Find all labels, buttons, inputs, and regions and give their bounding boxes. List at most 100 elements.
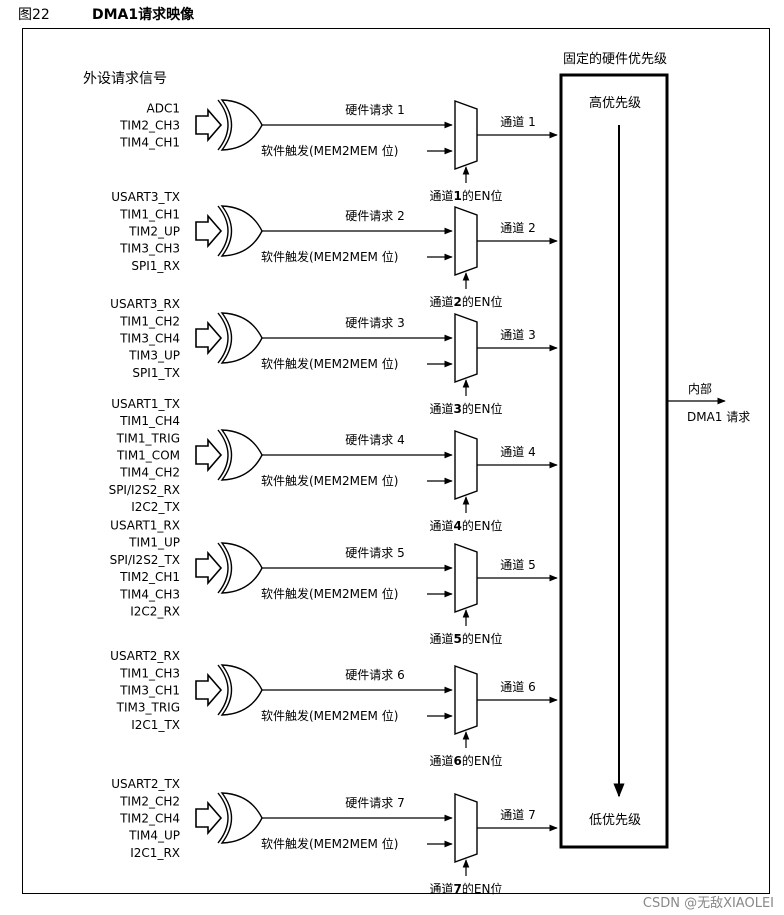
channel-label: 通道 1 <box>500 115 535 129</box>
diagram-frame <box>22 28 770 894</box>
peripheral-signal-label: TIM1_TRIG <box>116 431 180 445</box>
multiplexer-icon <box>454 206 478 276</box>
or-gate-input-curve <box>217 429 229 481</box>
or-gate-icon <box>220 429 263 481</box>
left-heading: 外设请求信号 <box>83 71 167 87</box>
software-trigger-label: 软件触发(MEM2MEM 位) <box>261 708 398 723</box>
hardware-request-label: 硬件请求 6 <box>345 668 404 682</box>
or-gate-input-curve <box>217 664 229 716</box>
peripheral-signal-label: TIM3_CH1 <box>119 684 180 698</box>
output-label-request: DMA1 请求 <box>687 410 750 424</box>
priority-box <box>559 73 669 849</box>
enable-bit-label: 通道7的EN位 <box>430 881 503 896</box>
channel-label: 通道 6 <box>500 680 535 694</box>
software-trigger-label: 软件触发(MEM2MEM 位) <box>261 249 398 264</box>
peripheral-signal-label: TIM1_CH2 <box>119 314 180 328</box>
peripheral-signal-label: TIM2_CH4 <box>119 812 180 826</box>
enable-bit-label: 通道3的EN位 <box>430 401 503 416</box>
peripheral-signal-label: I2C1_RX <box>130 846 180 860</box>
enable-bit-label: 通道4的EN位 <box>430 518 503 533</box>
peripheral-signal-label: I2C1_TX <box>131 718 180 732</box>
peripheral-signal-label: TIM4_CH3 <box>119 587 180 601</box>
or-gate-input-curve <box>217 205 229 257</box>
channel-label: 通道 7 <box>500 808 535 822</box>
peripheral-signal-label: SPI1_TX <box>132 366 180 380</box>
output-label-internal: 内部 <box>688 381 712 396</box>
or-gate-icon <box>220 542 263 594</box>
peripheral-signal-label: USART2_TX <box>111 777 180 791</box>
peripheral-signal-label: I2C2_TX <box>131 500 180 514</box>
software-trigger-label: 软件触发(MEM2MEM 位) <box>261 473 398 488</box>
channel-label: 通道 3 <box>500 328 535 342</box>
or-gate-icon <box>220 664 263 716</box>
peripheral-signal-label: TIM1_CH4 <box>119 414 180 428</box>
figure-label: 图22 <box>18 7 50 23</box>
peripheral-signal-label: TIM3_TRIG <box>116 701 180 715</box>
enable-bit-label: 通道6的EN位 <box>430 753 503 768</box>
peripheral-signal-label: TIM2_UP <box>128 225 180 239</box>
peripheral-signal-label: SPI/I2S2_TX <box>110 553 180 567</box>
hardware-request-label: 硬件请求 3 <box>345 316 404 330</box>
peripheral-signal-label: I2C2_RX <box>130 605 180 619</box>
enable-bit-label: 通道5的EN位 <box>430 631 503 646</box>
peripheral-signal-label: TIM1_COM <box>116 449 180 463</box>
peripheral-signal-label: ADC1 <box>147 101 180 115</box>
software-trigger-label: 软件触发(MEM2MEM 位) <box>261 143 398 158</box>
high-priority-label: 高优先级 <box>589 95 641 111</box>
channel-label: 通道 2 <box>500 221 535 235</box>
multiplexer-icon <box>454 665 478 735</box>
hardware-request-label: 硬件请求 1 <box>345 103 404 117</box>
peripheral-signal-label: USART3_TX <box>111 190 180 204</box>
priority-box-title: 固定的硬件优先级 <box>563 51 667 67</box>
multiplexer-icon <box>454 793 478 863</box>
peripheral-signal-label: TIM3_CH4 <box>119 332 180 346</box>
input-arrow-icon <box>195 437 223 473</box>
channel-label: 通道 4 <box>500 445 535 459</box>
peripheral-signal-label: TIM1_UP <box>128 536 180 550</box>
peripheral-signal-label: TIM2_CH1 <box>119 570 180 584</box>
input-arrow-icon <box>195 672 223 708</box>
or-gate-icon <box>220 99 263 151</box>
or-gate-icon <box>220 792 263 844</box>
or-gate-icon <box>220 312 263 364</box>
or-gate-input-curve <box>217 312 229 364</box>
hardware-request-label: 硬件请求 4 <box>345 433 404 447</box>
peripheral-signal-label: TIM3_UP <box>128 349 180 363</box>
low-priority-label: 低优先级 <box>589 813 641 828</box>
software-trigger-label: 软件触发(MEM2MEM 位) <box>261 586 398 601</box>
multiplexer-icon <box>454 313 478 383</box>
or-gate-input-curve <box>217 542 229 594</box>
peripheral-signal-label: USART1_RX <box>110 519 180 533</box>
peripheral-signal-label: USART3_RX <box>110 297 180 311</box>
peripheral-signal-label: USART1_TX <box>111 397 180 411</box>
channel-label: 通道 5 <box>500 558 535 572</box>
watermark: CSDN @无敌XIAOLEI <box>642 896 774 911</box>
multiplexer-icon <box>454 100 478 170</box>
software-trigger-label: 软件触发(MEM2MEM 位) <box>261 836 398 851</box>
peripheral-signal-label: TIM4_UP <box>128 829 180 843</box>
input-arrow-icon <box>195 213 223 249</box>
input-arrow-icon <box>195 550 223 586</box>
input-arrow-icon <box>195 107 223 143</box>
enable-bit-label: 通道2的EN位 <box>430 294 503 309</box>
peripheral-signal-label: SPI1_RX <box>131 259 180 273</box>
hardware-request-label: 硬件请求 2 <box>345 209 404 223</box>
hardware-request-label: 硬件请求 7 <box>345 796 404 810</box>
figure-title: DMA1请求映像 <box>92 7 195 23</box>
or-gate-input-curve <box>217 99 229 151</box>
peripheral-signal-label: SPI/I2S2_RX <box>109 483 180 497</box>
peripheral-signal-label: TIM4_CH1 <box>119 136 180 150</box>
peripheral-signal-label: TIM3_CH3 <box>119 242 180 256</box>
peripheral-signal-label: TIM2_CH3 <box>119 119 180 133</box>
peripheral-signal-label: TIM1_CH3 <box>119 666 180 680</box>
input-arrow-icon <box>195 800 223 836</box>
or-gate-icon <box>220 205 263 257</box>
enable-bit-label: 通道1的EN位 <box>430 188 503 203</box>
peripheral-signal-label: TIM2_CH2 <box>119 794 180 808</box>
input-arrow-icon <box>195 320 223 356</box>
multiplexer-icon <box>454 430 478 500</box>
software-trigger-label: 软件触发(MEM2MEM 位) <box>261 356 398 371</box>
peripheral-signal-label: USART2_RX <box>110 649 180 663</box>
